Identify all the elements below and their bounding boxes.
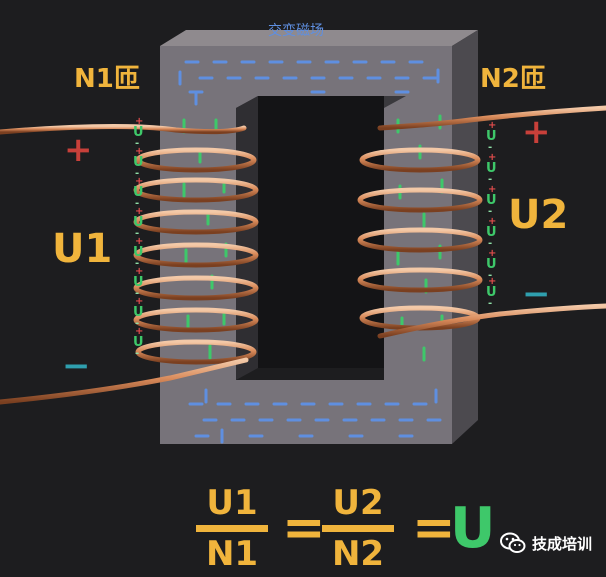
secondary-lead-top [377,105,606,131]
svg-text:-: - [488,270,492,281]
core-right-face [452,30,478,444]
fraction-bar-right [322,525,394,532]
svg-text:-: - [135,168,139,179]
primary-minus-sign: − [62,346,91,386]
svg-text:-: - [488,206,492,217]
svg-text:-: - [135,198,139,209]
secondary-lead-bottom [377,303,606,339]
svg-text:+: + [135,146,143,157]
svg-text:-: - [135,258,139,269]
svg-text:+: + [135,176,143,187]
magnetic-field-marks [178,60,442,444]
fraction-numerator-u2: U2 [332,483,384,523]
primary-lead-top [0,123,247,135]
svg-text:U: U [133,245,144,260]
fraction-denominator-n1: N1 [205,534,259,574]
svg-text:U: U [133,275,144,290]
primary-turns-label: N1匝 [74,64,140,94]
svg-text:-: - [135,138,139,149]
svg-text:+: + [488,120,496,131]
svg-text:U: U [486,257,497,272]
secondary-voltage-label: U2 [508,192,569,238]
fraction-numerator-u1: U1 [206,483,258,523]
fraction-bar-left [196,525,268,532]
svg-text:U: U [486,193,497,208]
fraction-u1-over-n1: U1 N1 [196,484,268,573]
svg-text:U: U [133,125,144,140]
turn-voltage-result: U [450,496,496,561]
svg-text:+: + [488,248,496,259]
secondary-turns-label: N2匝 [480,64,546,94]
svg-text:+: + [488,216,496,227]
primary-winding [0,123,259,405]
svg-text:U: U [133,305,144,320]
svg-text:U: U [133,185,144,200]
svg-text:+: + [135,236,143,247]
svg-text:U: U [133,215,144,230]
svg-text:U: U [486,285,497,300]
fraction-u2-over-n2: U2 N2 [322,484,394,573]
svg-text:+: + [135,266,143,277]
brand-name: 技成培训 [532,534,593,553]
svg-text:+: + [135,296,143,307]
svg-text:+: + [135,326,143,337]
svg-text:-: - [488,174,492,185]
svg-text:-: - [488,298,492,309]
primary-plus-sign: + [64,130,93,170]
svg-text:+: + [488,184,496,195]
secondary-winding [357,105,606,339]
svg-text:+: + [135,116,143,127]
svg-text:-: - [135,348,139,359]
svg-text:+: + [488,152,496,163]
fraction-denominator-n2: N2 [331,534,385,574]
svg-text:-: - [135,228,139,239]
core-top-face [160,30,478,46]
svg-text:-: - [488,142,492,153]
primary-lead-bottom [0,357,249,405]
svg-text:U: U [486,129,497,144]
svg-text:U: U [486,161,497,176]
svg-text:-: - [135,288,139,299]
svg-text:+: + [135,206,143,217]
equals-sign-2: = [412,498,456,558]
primary-voltage-label: U1 [52,226,113,272]
alternating-field-label: 交变磁场 [268,23,324,39]
svg-text:-: - [488,238,492,249]
wechat-icon [500,532,526,553]
core-window-back [258,96,384,368]
svg-text:U: U [486,225,497,240]
secondary-plus-sign: + [522,112,551,152]
watermark: 技成培训 [500,532,592,554]
svg-text:U: U [133,155,144,170]
svg-text:U: U [133,335,144,350]
secondary-minus-sign: − [522,274,551,314]
core-window-shadow-left [236,96,258,380]
svg-text:-: - [135,318,139,329]
svg-text:+: + [488,276,496,287]
equals-sign-1: = [282,498,326,558]
